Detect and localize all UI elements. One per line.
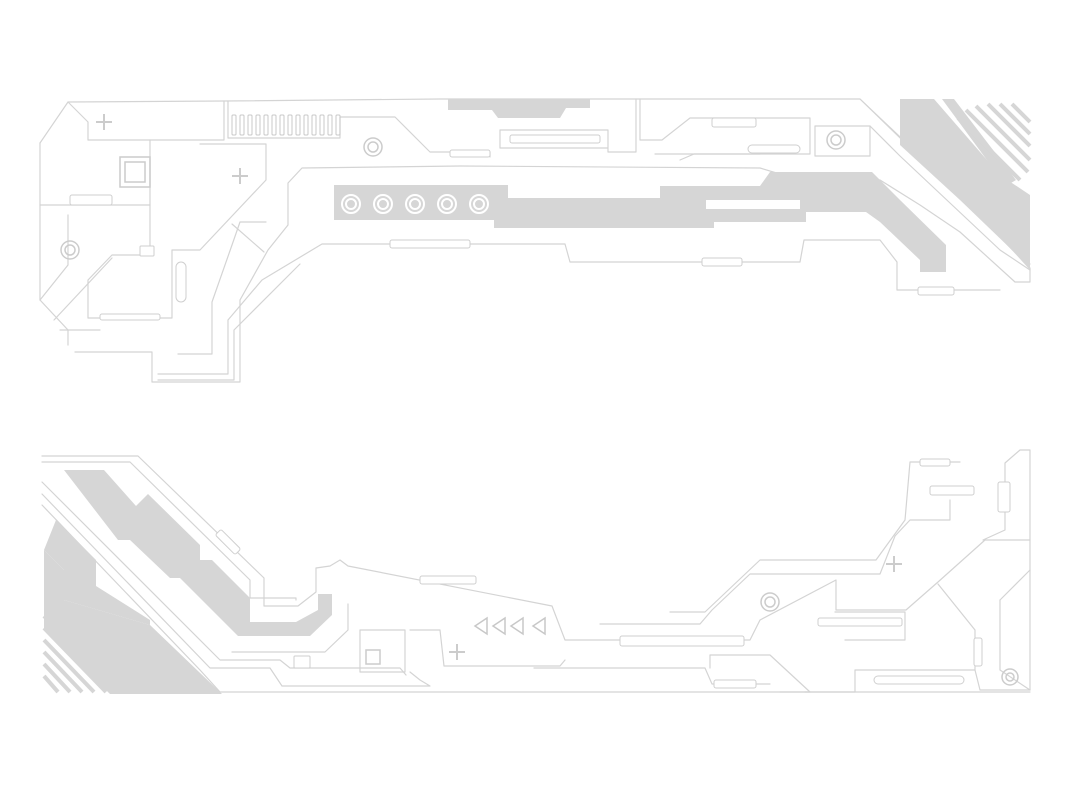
ring-icon	[760, 592, 780, 612]
plus-icon	[232, 168, 248, 184]
plus-icon	[449, 644, 465, 660]
top-hud-panel	[39, 98, 1032, 383]
indicator-circle	[373, 194, 393, 214]
arrow-left-icon	[531, 616, 546, 636]
ring-icon	[363, 137, 383, 157]
indicator-circle	[437, 194, 457, 214]
ring-icon	[1001, 668, 1019, 686]
arrow-indicators	[473, 616, 546, 636]
arrow-left-icon	[473, 616, 488, 636]
circle-indicators	[341, 194, 489, 214]
ring-icon	[826, 130, 846, 150]
indicator-circle	[469, 194, 489, 214]
hatch-stripes-top-right	[956, 102, 1032, 182]
plus-icon	[96, 114, 112, 130]
indicator-circle	[405, 194, 425, 214]
arrow-left-icon	[509, 616, 524, 636]
square-icon	[365, 649, 381, 665]
ring-icon	[60, 240, 80, 260]
vent-grille	[231, 114, 341, 136]
square-icon	[119, 156, 151, 188]
arrow-left-icon	[491, 616, 506, 636]
hatch-stripes-bottom-left	[42, 614, 118, 694]
bottom-hud-panel	[41, 449, 1031, 694]
indicator-circle	[341, 194, 361, 214]
plus-icon	[886, 556, 902, 572]
